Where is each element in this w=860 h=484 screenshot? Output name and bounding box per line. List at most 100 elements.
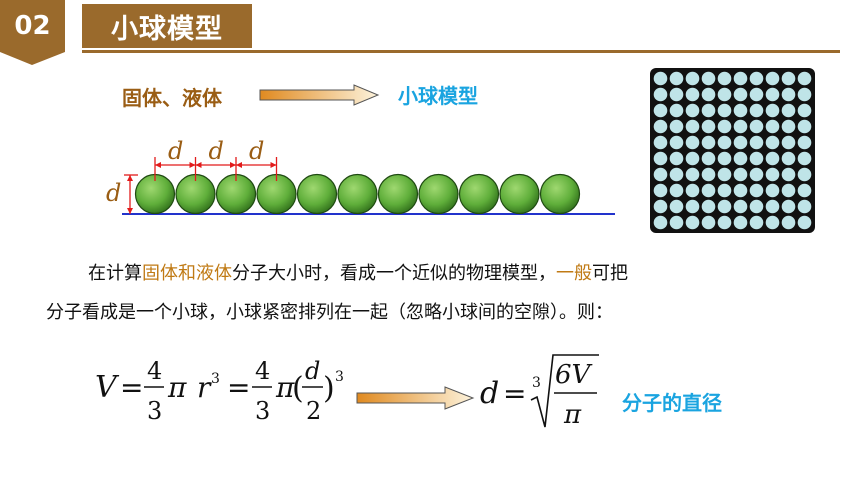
- lattice-ball: [652, 118, 669, 135]
- lattice-ball: [748, 86, 765, 103]
- lattice-ball: [700, 118, 717, 135]
- lattice-ball: [716, 86, 733, 103]
- lattice-ball: [684, 134, 701, 151]
- lattice-ball: [716, 150, 733, 167]
- arrow-head: [127, 208, 133, 214]
- lattice-ball: [748, 118, 765, 135]
- badge-tip: [0, 52, 65, 65]
- lattice-ball: [764, 182, 781, 199]
- dimension-label: d: [209, 137, 224, 165]
- lattice-ball: [652, 70, 669, 87]
- lattice-ball: [668, 198, 685, 215]
- lattice-ball: [652, 134, 669, 151]
- lattice-ball: [780, 118, 797, 135]
- formula-six-V: 6V: [555, 360, 593, 390]
- lattice-ball: [684, 198, 701, 215]
- lattice-ball: [668, 150, 685, 167]
- arrow-head: [189, 162, 196, 168]
- formula-four-2: 4: [255, 357, 270, 385]
- lattice-ball: [732, 102, 749, 119]
- lattice-ball: [764, 70, 781, 87]
- lattice-ball: [764, 118, 781, 135]
- arrow-head: [236, 162, 242, 168]
- dimension-label: d: [249, 137, 264, 165]
- lattice-ball: [732, 70, 749, 87]
- formula: V = 4 3 π r 3 = 4 3 π ( d 2 ) 3 d = 3 6V…: [95, 354, 599, 430]
- lattice-ball: [732, 118, 749, 135]
- formula-three-2: 3: [255, 397, 270, 425]
- lattice-ball: [668, 86, 685, 103]
- lattice-ball: [684, 70, 701, 87]
- lattice-ball: [652, 198, 669, 215]
- lattice-ball: [748, 70, 765, 87]
- formula-pi-1: π: [167, 371, 187, 404]
- lattice-ball: [684, 182, 701, 199]
- lattice-ball: [700, 182, 717, 199]
- dimension-label: d: [106, 179, 121, 207]
- lattice-ball: [780, 70, 797, 87]
- lattice-ball: [748, 102, 765, 119]
- lattice-ball: [700, 166, 717, 183]
- lattice-ball: [684, 118, 701, 135]
- svg-text:(: (: [292, 371, 304, 406]
- lattice-ball: [652, 102, 669, 119]
- lattice-ball: [716, 70, 733, 87]
- ball-model-label: 小球模型: [398, 84, 478, 108]
- arrow-head: [195, 162, 202, 168]
- paragraph-line-2: 分子看成是一个小球，小球紧密排列在一起（忽略小球间的空隙）。则：: [46, 302, 613, 323]
- ball: [418, 173, 459, 215]
- lattice-ball: [764, 102, 781, 119]
- formula-three-1: 3: [147, 397, 162, 425]
- formula-pi-3: π: [563, 400, 582, 430]
- lattice-ball: [796, 134, 813, 151]
- lattice-ball: [764, 214, 781, 231]
- lattice-ball: [796, 150, 813, 167]
- lattice-ball: [732, 134, 749, 151]
- lattice-ball: [764, 150, 781, 167]
- lattice-ball: [796, 182, 813, 199]
- formula-four-1: 4: [147, 357, 162, 385]
- lattice-ball: [796, 198, 813, 215]
- formula-cube-1: 3: [211, 371, 220, 387]
- arrow-head: [127, 175, 133, 181]
- lattice-ball: [732, 86, 749, 103]
- ball: [539, 173, 581, 215]
- lattice-ball: [732, 182, 749, 199]
- dimension-label: d: [168, 137, 183, 165]
- lattice-ball: [652, 166, 669, 183]
- section-number-badge: 02: [0, 0, 65, 52]
- lattice-ball: [716, 214, 733, 231]
- lattice-ball: [700, 150, 717, 167]
- arrow-head: [155, 162, 161, 168]
- lattice-ball: [716, 166, 733, 183]
- lattice-ball: [716, 102, 733, 119]
- lattice-ball: [748, 214, 765, 231]
- lattice-ball: [732, 166, 749, 183]
- paragraph-line-1: 在计算固体和液体分子大小时，看成一个近似的物理模型，一般可把: [88, 263, 628, 284]
- lattice-ball: [716, 198, 733, 215]
- formula-r: r: [197, 371, 212, 404]
- lattice-ball: [700, 86, 717, 103]
- lattice-ball: [748, 198, 765, 215]
- lattice-ball: [668, 214, 685, 231]
- lattice-ball: [780, 86, 797, 103]
- ball: [499, 173, 540, 215]
- formula-eq-2: =: [227, 371, 250, 404]
- lattice-ball: [684, 102, 701, 119]
- lattice-ball: [700, 134, 717, 151]
- lattice-ball: [748, 166, 765, 183]
- lattice-ball: [668, 118, 685, 135]
- lattice-ball: [652, 150, 669, 167]
- formula-root-index: 3: [532, 375, 541, 391]
- lattice-ball: [796, 70, 813, 87]
- arrow-head: [270, 162, 277, 168]
- formula-two: 2: [306, 397, 321, 425]
- lattice-ball: [684, 214, 701, 231]
- lattice-ball: [764, 166, 781, 183]
- lattice-ball: [716, 182, 733, 199]
- lattice-ball: [668, 70, 685, 87]
- lattice-ball: [764, 198, 781, 215]
- lattice-ball: [796, 118, 813, 135]
- lattice-ball: [780, 150, 797, 167]
